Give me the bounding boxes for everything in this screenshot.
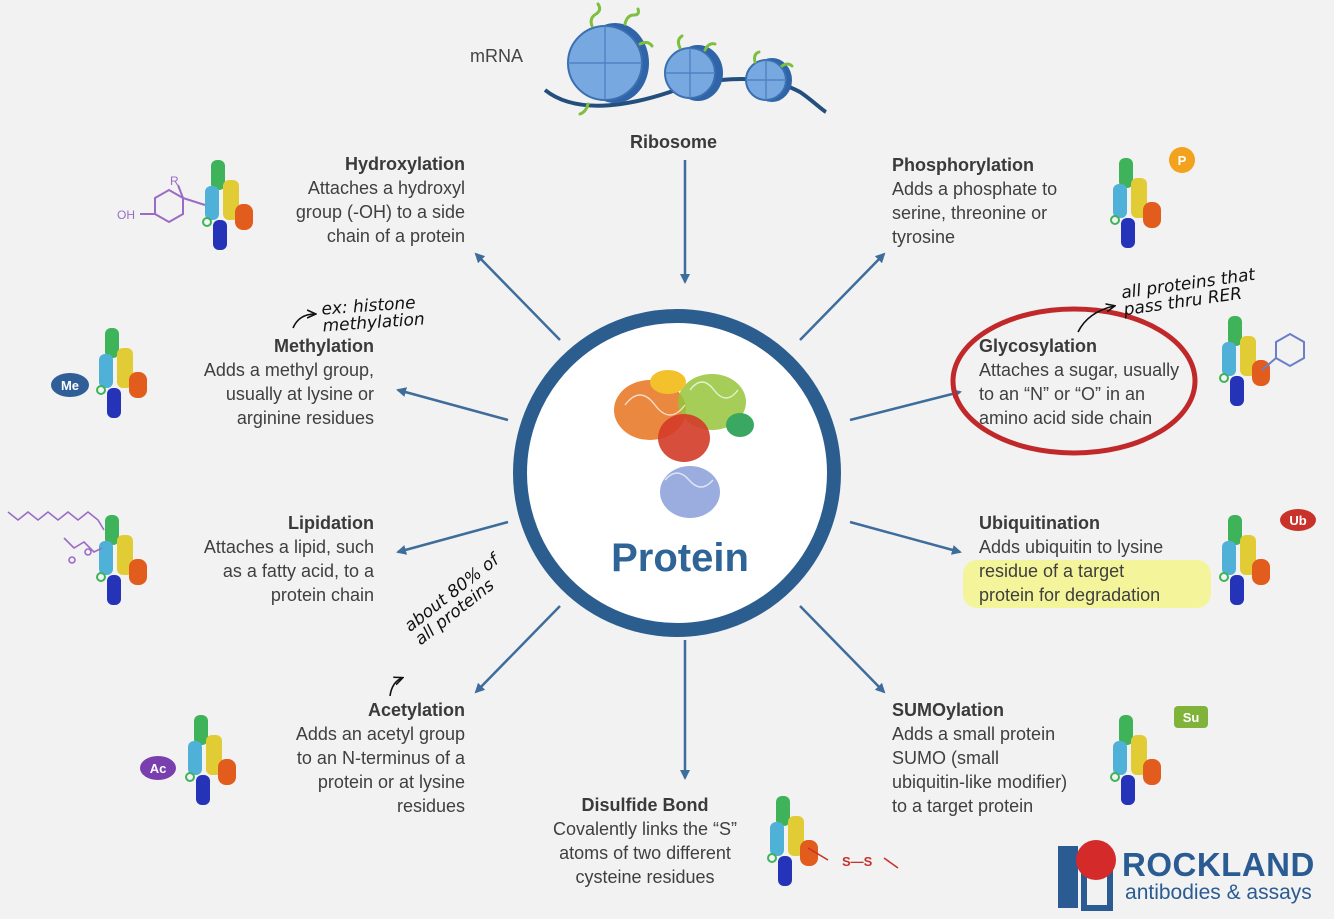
logo-tagline: antibodies & assays [1125,881,1312,904]
disulfide-block: Disulfide Bond Covalently links the “S” … [530,793,760,889]
arrow-hydroxylation [474,252,561,341]
hydroxylation-title: Hydroxylation [344,154,465,174]
protein-structure-illustration [614,370,754,518]
hydroxylation-description: Attaches a hydroxyl group (-OH) to a sid… [295,178,465,246]
hydroxylation-block: Hydroxylation Attaches a hydroxyl group … [240,152,465,248]
arrow-methylation [396,387,509,422]
glycosylation-description: Attaches a sugar, usually to an “N” or “… [979,360,1180,428]
lipid-chain-icon [7,510,105,564]
rockland-logo: ROCKLAND antibodies & assays [1122,848,1315,904]
svg-text:Ac: Ac [150,761,167,776]
sumoylation-description: Adds a small protein SUMO (small ubiquit… [892,724,1068,816]
ribosome-label: Ribosome [630,132,718,152]
disulfide-description: Covalently links the “S” atoms of two di… [552,819,738,887]
arrow-glycosylation [849,389,962,422]
hydroxyl-ring-icon [140,184,206,224]
methyl-badge-icon: Me [51,373,89,397]
ubiquitination-title: Ubiquitination [979,513,1100,533]
lipidation-description: Attaches a lipid, such as a fatty acid, … [203,537,374,605]
ubiquitin-badge-icon: Ub [1280,509,1316,531]
ubiquitination-highlight [963,560,1211,608]
methylation-title: Methylation [273,336,374,356]
handwritten-arrows [292,306,1114,697]
phosphorylation-block: Phosphorylation Adds a phosphate to seri… [892,153,1107,249]
disulfide-bond-icon: S—S [807,847,899,869]
ubiquitination-description: Adds ubiquitin to lysine residue of a ta… [979,537,1164,605]
sumoylation-title: SUMOylation [892,700,1005,720]
phosphorylation-title: Phosphorylation [892,155,1035,175]
glycosylation-ring-icon [1261,332,1305,371]
svg-text:S—S: S—S [842,854,873,869]
sumoylation-block: SUMOylation Adds a small protein SUMO (s… [892,698,1107,818]
glycosylation-circle-annotation [950,306,1198,456]
ribosome-illustration [543,2,828,116]
arrow-sumoylation [799,605,886,694]
methylation-description: Adds a methyl group, usually at lysine o… [203,360,374,428]
ubiquitination-block: Ubiquitination Adds ubiquitin to lysine … [979,511,1209,607]
hydroxyl-oh-label: OH [117,208,135,222]
svg-text:P: P [1178,153,1187,168]
methylation-handwritten-note: ex: histone methylation [320,293,426,337]
acetylation-description: Adds an acetyl group to an N-terminus of… [295,724,465,816]
acetyl-badge-icon: Ac [140,756,176,780]
mini-protein-icons [96,158,1270,886]
acetylation-block: Acetylation Adds an acetyl group to an N… [255,698,465,818]
protein-label: Protein [611,536,749,580]
svg-text:Su: Su [1183,710,1200,725]
lipidation-title: Lipidation [288,513,374,533]
methylation-block: Methylation Adds a methyl group, usually… [160,334,374,430]
phosphate-badge-icon: P [1169,147,1195,173]
glycosylation-title: Glycosylation [979,336,1098,356]
glycosylation-block: Glycosylation Attaches a sugar, usually … [979,334,1209,430]
lipidation-block: Lipidation Attaches a lipid, such as a f… [160,511,374,607]
svg-text:Ub: Ub [1289,513,1306,528]
disulfide-title: Disulfide Bond [581,795,709,815]
rockland-logo-icon [1058,840,1116,911]
logo-name: ROCKLAND [1122,846,1315,883]
arrow-phosphorylation [799,252,886,341]
arrow-ubiquitination [849,520,962,555]
mrna-label: mRNA [470,46,523,66]
svg-text:Me: Me [61,378,79,393]
arrow-lipidation [396,520,509,555]
phosphorylation-description: Adds a phosphate to serine, threonine or… [892,179,1058,247]
acetylation-title: Acetylation [367,700,465,720]
arrows [396,160,962,780]
hydroxyl-r-label: R [170,174,179,188]
arrow-acetylation [474,605,561,694]
sumo-badge-icon: Su [1174,706,1208,728]
